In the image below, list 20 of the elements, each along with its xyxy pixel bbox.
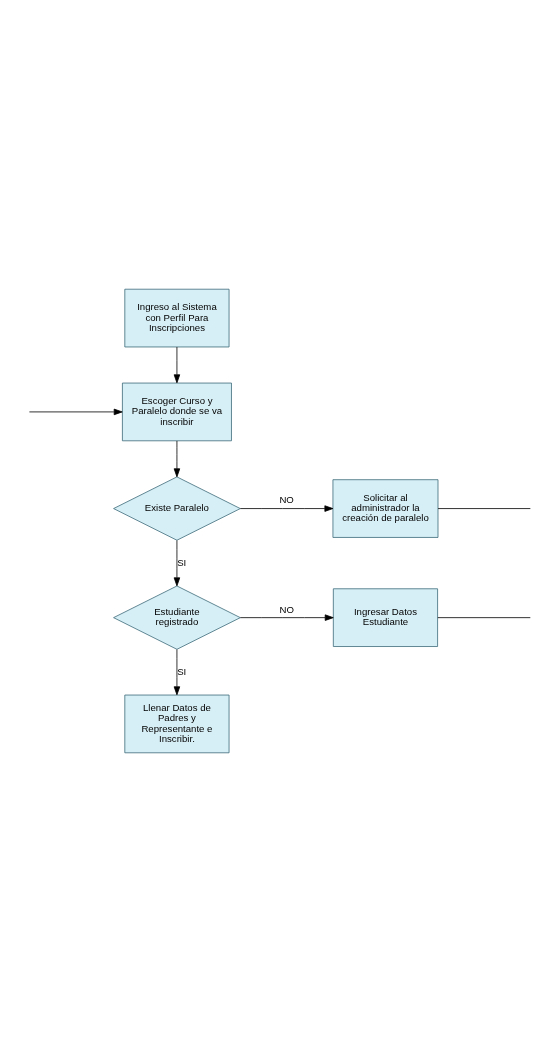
arrow — [173, 440, 181, 478]
node-diamond: Existe Paralelo — [113, 476, 241, 541]
arrow — [239, 614, 334, 621]
edge-label: NO — [279, 603, 295, 615]
connector — [437, 508, 531, 509]
edge-label: SI — [177, 665, 187, 677]
node-box: Ingreso al Sistema con Perfil Para Inscripciones — [124, 288, 230, 348]
arrow — [239, 505, 334, 512]
connector — [437, 617, 531, 619]
edge-label: SI — [177, 556, 187, 568]
node-box: Ingresar Datos Estudiante — [332, 588, 438, 647]
arrow — [173, 649, 181, 696]
arrow — [29, 408, 123, 416]
node-diamond: Estudiante registrado — [113, 585, 241, 650]
node-box: Solicitar al administrador la creación de paralelo — [332, 479, 439, 538]
node-box: Escoger Curso y Paralelo donde se va inscribir — [122, 382, 232, 442]
node-box: Llenar Datos de Padres y Representante e Inscribir. — [124, 694, 230, 754]
arrow — [173, 346, 181, 384]
edge-label: NO — [279, 494, 294, 506]
arrow — [173, 540, 181, 587]
